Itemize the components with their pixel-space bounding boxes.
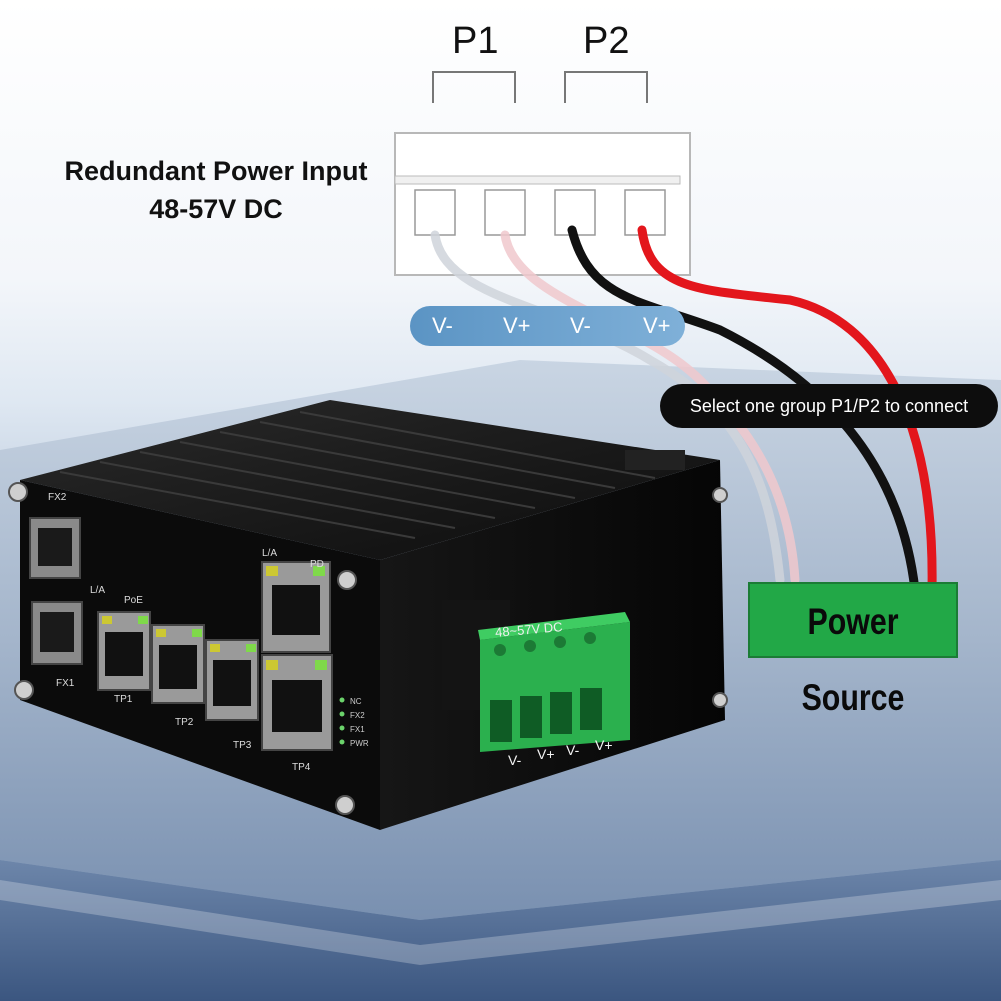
wire-p1-positive xyxy=(500,230,800,585)
table-edge xyxy=(0,860,1001,1001)
group-p2-label: P2 xyxy=(583,20,630,62)
terminal-label-4: V+ xyxy=(643,313,671,338)
power-source-label: Power Source xyxy=(801,601,905,718)
terminal-block xyxy=(478,612,630,752)
heading-line1: Redundant Power Input xyxy=(64,156,368,186)
heading-line2: 48-57V DC xyxy=(149,194,283,224)
tb-pin-3: V- xyxy=(566,742,580,758)
label-tp2: TP2 xyxy=(175,717,194,728)
group-p1-label: P1 xyxy=(452,20,499,62)
terminal-label-2: V+ xyxy=(503,313,531,338)
rj45-ports xyxy=(97,611,333,751)
led-label-nc: NC xyxy=(350,697,362,706)
terminal-label-band: V- V+ V- V+ xyxy=(410,306,685,346)
terminal-label-3: V- xyxy=(570,313,591,338)
wire-p1-negative xyxy=(430,230,785,585)
tb-pin-4: V+ xyxy=(595,737,613,753)
wire-p2-negative xyxy=(567,225,920,595)
tb-pin-1: V- xyxy=(508,752,522,768)
wire-p2-positive xyxy=(637,225,937,595)
label-la-bottom: L/A xyxy=(90,585,106,596)
label-fx2: FX2 xyxy=(48,492,67,503)
switch-device xyxy=(8,400,728,830)
label-la-top: L/A xyxy=(262,548,278,559)
label-fx1: FX1 xyxy=(56,678,75,689)
label-tp1: TP1 xyxy=(114,694,133,705)
label-pd: PD xyxy=(310,559,324,570)
led-label-pwr: PWR xyxy=(350,739,369,748)
heading: Redundant Power Input 48-57V DC xyxy=(36,152,396,228)
power-source-box: Power Source xyxy=(748,582,958,718)
label-tp4: TP4 xyxy=(292,762,311,773)
label-poe: PoE xyxy=(124,595,143,606)
led-label-fx2: FX2 xyxy=(350,711,365,720)
led-label-fx1: FX1 xyxy=(350,725,365,734)
label-tp3: TP3 xyxy=(233,740,252,751)
terminal-label-1: V- xyxy=(432,313,453,338)
connect-note: Select one group P1/P2 to connect xyxy=(660,384,998,428)
tb-pin-2: V+ xyxy=(537,746,555,762)
